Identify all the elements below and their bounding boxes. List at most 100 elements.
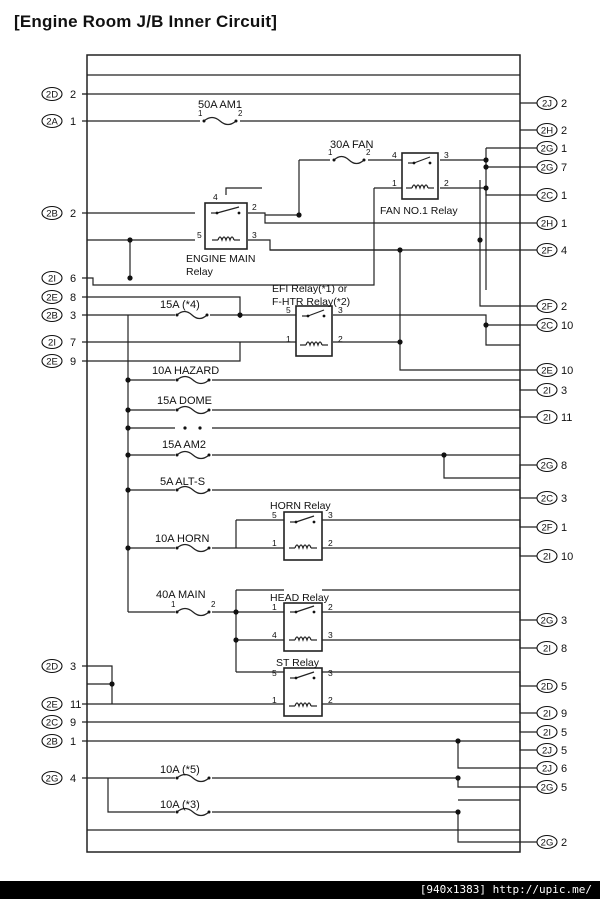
relay-contact-dot (312, 610, 316, 614)
junction-dot (233, 637, 239, 643)
right-terminal-badge (536, 362, 558, 378)
relay-switch (295, 671, 315, 679)
relay-switch (295, 515, 315, 523)
right-terminal-code: 2H (541, 126, 553, 137)
right-terminal-code: 2G (541, 838, 554, 849)
fuse-end (175, 810, 179, 814)
fuse-end (234, 119, 238, 123)
right-terminal-pin: 5 (561, 782, 567, 794)
right-terminal-badge (536, 298, 558, 314)
left-terminal-pin: 3 (70, 661, 76, 673)
right-terminal-code: 2G (541, 163, 554, 174)
right-terminal-code: 2J (542, 764, 552, 775)
junction-dot (483, 164, 489, 170)
junction-dot (397, 247, 403, 253)
relay-contact-dot (312, 676, 316, 680)
left-terminal-badge (41, 353, 63, 369)
fuse-end (207, 776, 211, 780)
relay-pin: 4 (272, 630, 277, 640)
relay-pin: 2 (444, 178, 449, 188)
right-terminal-code: 2C (541, 321, 553, 332)
junction-dot (125, 425, 131, 431)
relay-pin: 2 (328, 602, 333, 612)
right-terminal-badge (536, 490, 558, 506)
fuse-end (207, 378, 211, 382)
relay-pin: 2 (252, 202, 257, 212)
relay-pin: 5 (272, 668, 277, 678)
relay-name: Relay (186, 266, 214, 278)
left-terminal-code: 2D (46, 90, 58, 101)
left-terminal-code: 2B (46, 311, 58, 322)
fuse-end (198, 426, 202, 430)
fuse-end (205, 313, 209, 317)
left-terminal-badge (41, 113, 63, 129)
right-terminal-pin: 2 (561, 125, 567, 137)
fuse-end (175, 378, 179, 382)
relay-coil (305, 341, 323, 347)
right-terminal-badge (536, 317, 558, 333)
right-terminal-code: 2J (542, 99, 552, 110)
left-terminal-code: 2G (46, 774, 59, 785)
fuse-end (207, 453, 211, 457)
right-terminal-pin: 10 (561, 365, 573, 377)
right-terminal-code: 2C (541, 191, 553, 202)
left-terminal-pin: 1 (70, 736, 76, 748)
right-terminal-code: 2I (543, 413, 551, 424)
right-terminal-pin: 11 (561, 412, 572, 424)
fuse-symbol (176, 450, 210, 460)
left-terminal-code: 2I (48, 274, 56, 285)
relay-box (283, 602, 323, 652)
right-terminal-badge (536, 159, 558, 175)
right-terminal-code: 2H (541, 219, 553, 230)
right-terminal-badge (536, 678, 558, 694)
wire (82, 296, 241, 318)
image-footer: [940x1383] http://upic.me/ (0, 881, 600, 899)
right-terminal-pin: 3 (561, 493, 567, 505)
junction-dot (477, 237, 483, 243)
right-terminal-badge (536, 242, 558, 258)
right-terminal-code: 2F (541, 246, 552, 257)
junction-dot (441, 452, 447, 458)
junction-dot (483, 322, 489, 328)
right-terminal-badge (536, 140, 558, 156)
right-terminal-badge (536, 95, 558, 111)
right-terminal-badge (536, 215, 558, 231)
junction-block-outline (86, 54, 521, 853)
relay-pin: 1 (272, 695, 277, 705)
fuse-pin: 2 (211, 600, 216, 609)
right-terminal-pin: 5 (561, 727, 567, 739)
right-terminal-code: 2E (541, 366, 553, 377)
relay-contact-dot (312, 520, 316, 524)
relay-pin: 2 (328, 695, 333, 705)
junction-dot (125, 487, 131, 493)
wire (225, 187, 262, 195)
relay-contact-dot (294, 676, 298, 680)
junction-dot (237, 312, 243, 318)
junction-dots (109, 157, 489, 815)
wire (212, 379, 537, 391)
relay-contact-dot (322, 314, 326, 318)
left-terminal-pin: 8 (70, 292, 76, 304)
relay-pin: 2 (338, 334, 343, 344)
relay-name: HEAD Relay (270, 592, 330, 604)
right-terminal-code: 2F (541, 302, 552, 313)
left-terminal-badge (41, 86, 63, 102)
relay-pin: 4 (213, 192, 218, 202)
left-terminal-badge (41, 733, 63, 749)
right-terminal-pin: 10 (561, 551, 573, 563)
relay-contact-dot (306, 314, 310, 318)
wire (322, 671, 537, 687)
junction-dot (483, 185, 489, 191)
left-terminal-code: 2E (46, 357, 58, 368)
wire (333, 314, 537, 326)
left-terminal-code: 2E (46, 293, 58, 304)
relay-box (204, 202, 248, 250)
fuse-symbol (176, 807, 210, 817)
relay-pin: 3 (338, 305, 343, 315)
left-terminal-pin: 7 (70, 337, 76, 349)
